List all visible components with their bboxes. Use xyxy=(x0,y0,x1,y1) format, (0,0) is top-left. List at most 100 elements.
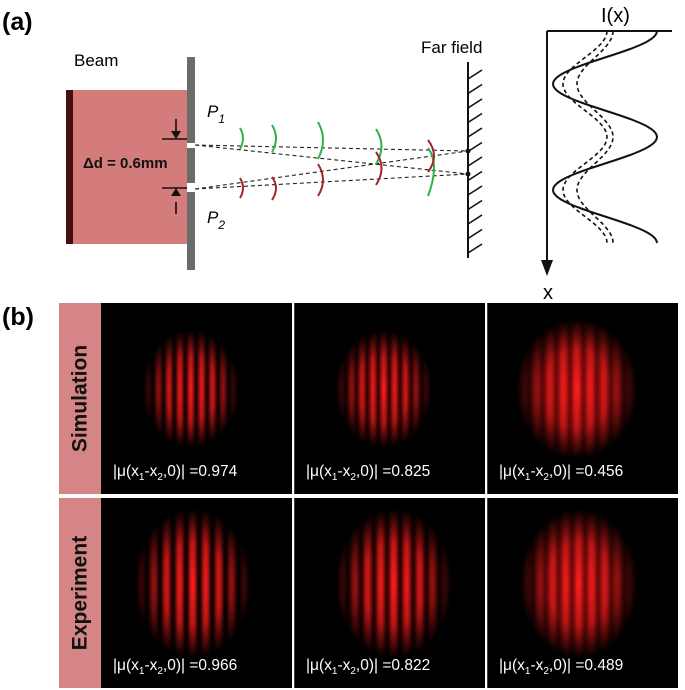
fringe-pattern xyxy=(144,329,238,448)
pinhole-1-label: P1 xyxy=(207,102,225,126)
hatch-line xyxy=(467,214,483,225)
fringe xyxy=(545,318,554,459)
wavefronts-green xyxy=(239,121,435,197)
fringe xyxy=(209,329,216,448)
fringe xyxy=(403,508,411,659)
fringe xyxy=(518,318,527,459)
fringe xyxy=(348,329,355,448)
fringe xyxy=(627,508,635,659)
hatch-line xyxy=(467,98,483,109)
fringe xyxy=(144,329,151,448)
fringe xyxy=(588,508,596,659)
hatch-line xyxy=(467,170,483,182)
fringe xyxy=(198,329,205,448)
aperture-screen-top xyxy=(187,57,195,143)
intensity-profile-medium-coherence xyxy=(562,30,608,244)
fringe xyxy=(149,508,157,659)
fringe xyxy=(376,508,385,659)
fringe xyxy=(613,318,622,459)
panel-a-label: (a) xyxy=(2,8,33,36)
hatch-line xyxy=(467,112,483,124)
row-label-background xyxy=(59,303,101,494)
fringe xyxy=(228,508,236,659)
intensity-profile-high-coherence xyxy=(552,30,659,244)
hatch-line xyxy=(467,243,483,254)
separation-label: Δd = 0.6mm xyxy=(83,155,168,172)
coherence-label: |μ(x1-x2,0)| =0.489 xyxy=(499,657,623,677)
fringe-image: |μ(x1-x2,0)| =0.456 xyxy=(487,303,678,494)
coherence-label: |μ(x1-x2,0)| =0.974 xyxy=(113,463,238,483)
fringe xyxy=(390,508,398,659)
fringe xyxy=(215,508,223,659)
fringe-image: |μ(x1-x2,0)| =0.822 xyxy=(294,498,485,688)
far-field-hatching xyxy=(467,69,483,254)
fringe xyxy=(548,508,557,659)
fringe xyxy=(363,508,372,659)
fringe xyxy=(535,508,543,659)
fringe-image: |μ(x1-x2,0)| =0.489 xyxy=(487,498,678,688)
fringe xyxy=(561,508,570,659)
intensity-profile-low-coherence xyxy=(576,30,614,244)
fringe-pattern xyxy=(334,329,433,448)
fringe xyxy=(424,329,431,448)
fringe xyxy=(165,329,172,448)
fringe xyxy=(559,318,567,459)
fringe xyxy=(413,329,420,448)
coherence-label: |μ(x1-x2,0)| =0.456 xyxy=(499,463,623,483)
fringe xyxy=(337,329,344,448)
fringe-image-background xyxy=(101,498,292,688)
hatch-line xyxy=(467,83,483,95)
fringe xyxy=(391,329,398,448)
fringe xyxy=(586,318,595,459)
fringe xyxy=(187,329,194,448)
fringe xyxy=(369,329,376,448)
beam-edge xyxy=(66,90,73,244)
hatch-line xyxy=(467,185,483,196)
separation-marker xyxy=(162,119,187,214)
fringe xyxy=(532,318,540,459)
coherence-label: |μ(x1-x2,0)| =0.966 xyxy=(113,657,237,677)
fringe xyxy=(350,508,358,659)
fringe xyxy=(202,508,210,659)
fringe-pattern xyxy=(519,508,638,659)
fringe xyxy=(600,318,608,459)
fringe xyxy=(189,508,197,659)
fringe xyxy=(176,329,183,448)
fringe xyxy=(136,508,144,659)
fringe xyxy=(337,508,345,659)
fringe-image: |μ(x1-x2,0)| =0.974 xyxy=(101,303,292,494)
row-label-background xyxy=(59,498,101,688)
fringe-image-background xyxy=(101,303,292,494)
fringe xyxy=(380,329,387,448)
fringe-pattern xyxy=(515,318,638,459)
aperture-screen-middle xyxy=(187,148,195,183)
fringe xyxy=(573,318,581,459)
far-field-label: Far field xyxy=(421,38,482,57)
fringe xyxy=(575,508,583,659)
wavefronts-red xyxy=(239,139,435,201)
fringe xyxy=(402,329,409,448)
beam-block xyxy=(66,90,187,244)
fringe-image: |μ(x1-x2,0)| =0.825 xyxy=(294,303,485,494)
fringe xyxy=(442,508,450,659)
panel-b-label: (b) xyxy=(2,303,34,331)
fringe xyxy=(416,508,424,659)
fringe-pattern xyxy=(334,508,453,659)
position-axis-arrow xyxy=(541,260,553,276)
fringe xyxy=(627,318,635,459)
hatch-line xyxy=(467,199,483,211)
hatch-line xyxy=(467,127,483,138)
rays xyxy=(194,144,469,190)
fringe xyxy=(522,508,530,659)
position-axis-label: x xyxy=(543,282,553,304)
fringe xyxy=(175,508,184,659)
aperture-screen-bottom xyxy=(187,192,195,270)
hatch-line xyxy=(467,156,483,167)
fringe xyxy=(429,508,437,659)
fringe xyxy=(162,508,171,659)
hatch-line xyxy=(467,228,483,240)
fringe xyxy=(601,508,609,659)
pinhole-2-label: P2 xyxy=(207,208,225,232)
